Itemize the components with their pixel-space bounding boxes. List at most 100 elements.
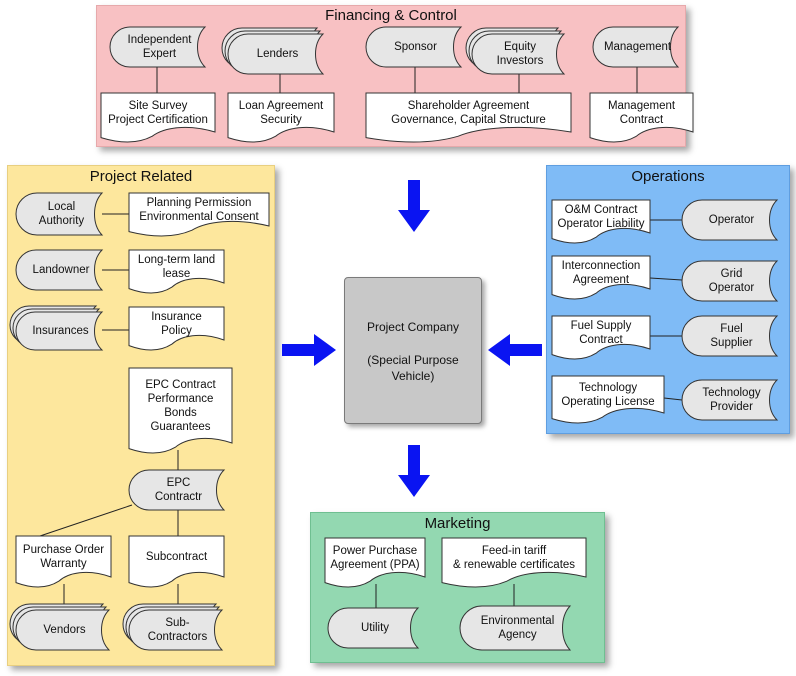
project-panel-title: Project Related: [89, 168, 193, 185]
technology-provider-party-label: Technology Provider: [702, 387, 761, 413]
operator-party: Operator: [696, 200, 767, 240]
technology-provider-party-shape: [681, 379, 779, 421]
om-contract-document: O&M Contract Operator Liability: [554, 200, 648, 234]
loan-agreement-document-shape: [227, 92, 335, 143]
environmental-agency-party: Environmental Agency: [475, 606, 560, 650]
flow-arrow-down: [398, 180, 430, 232]
ppa-document-shape: [324, 537, 426, 588]
site-survey-document-label: Site Survey Project Certification: [108, 100, 208, 126]
vendors-party-label: Vendors: [43, 624, 86, 636]
subcontractors-party-label: Sub- Contractors: [147, 617, 208, 643]
epc-contract-document-shape: [128, 367, 233, 454]
om-contract-document-shape: [551, 199, 651, 244]
operator-party-shape: [681, 199, 779, 241]
company-name: Project Company: [366, 320, 460, 334]
feed-in-tariff-document: Feed-in tariff & renewable certificates: [444, 538, 584, 578]
subcontractors-party: Sub- Contractors: [143, 610, 212, 650]
flow-arrow-left: [488, 334, 542, 366]
subcontract-document-shape: [128, 535, 225, 588]
ppa-document: Power Purchase Agreement (PPA): [327, 538, 423, 578]
lenders-party-shape: [221, 27, 325, 75]
insurance-policy-document: Insurance Policy: [131, 307, 222, 341]
grid-operator-party-label: Grid Operator: [708, 268, 755, 294]
company-subtitle: (Special Purpose Vehicle): [367, 353, 459, 383]
lenders-party: Lenders: [242, 34, 313, 74]
connector-line: [39, 504, 133, 537]
planning-permission-document-label: Planning Permission Environmental Consen…: [139, 197, 259, 223]
environmental-agency-party-shape: [459, 605, 572, 651]
insurance-policy-document-label: Insurance Policy: [151, 311, 202, 337]
land-lease-document-shape: [128, 249, 225, 294]
subcontract-document-label: Subcontract: [145, 551, 208, 563]
epc-contractor-party: EPC Contractr: [143, 470, 214, 510]
purchase-order-document-label: Purchase Order Warranty: [22, 544, 105, 570]
interconnection-document-label: Interconnection Agreement: [561, 260, 641, 286]
local-authority-party-label: Local Authority: [38, 201, 85, 227]
insurances-party-shape: [9, 305, 104, 351]
financing-panel-title: Financing & Control: [325, 7, 457, 24]
environmental-agency-party-label: Environmental Agency: [480, 615, 555, 641]
local-authority-party-shape: [15, 192, 104, 236]
connector-line: [663, 397, 683, 401]
equity-investors-party-shape: [465, 27, 566, 75]
project-company-box: Project Company (Special Purpose Vehicle…: [344, 277, 482, 424]
epc-contractor-party-label: EPC Contractr: [154, 477, 203, 503]
sponsor-party: Sponsor: [380, 27, 451, 67]
fuel-supplier-party: Fuel Supplier: [696, 316, 767, 356]
epc-contract-document: EPC Contract Performance Bonds Guarantee…: [131, 368, 230, 444]
management-party: Management: [604, 27, 671, 67]
management-contract-document-shape: [589, 92, 694, 143]
insurances-party-label: Insurances: [32, 325, 89, 337]
management-contract-document-label: Management Contract: [607, 100, 676, 126]
insurance-policy-document-shape: [128, 306, 225, 351]
fuel-supply-document: Fuel Supply Contract: [554, 316, 648, 350]
management-party-shape: [592, 26, 680, 68]
technology-provider-party: Technology Provider: [696, 380, 767, 420]
landowner-party-label: Landowner: [32, 264, 90, 276]
interconnection-document: Interconnection Agreement: [554, 256, 648, 290]
shareholder-agreement-document-label: Shareholder Agreement Governance, Capita…: [391, 100, 546, 126]
fuel-supply-document-label: Fuel Supply Contract: [570, 320, 632, 346]
fuel-supply-document-shape: [551, 315, 651, 360]
loan-agreement-document: Loan Agreement Security: [230, 93, 332, 133]
grid-operator-party: Grid Operator: [696, 261, 767, 301]
flow-arrow-right: [282, 334, 336, 366]
om-contract-document-label: O&M Contract Operator Liability: [557, 204, 645, 230]
landowner-party-shape: [15, 249, 104, 291]
loan-agreement-document-label: Loan Agreement Security: [238, 100, 324, 126]
local-authority-party: Local Authority: [31, 193, 92, 235]
utility-party-shape: [327, 607, 420, 649]
grid-operator-party-shape: [681, 260, 779, 302]
flow-arrow-down: [398, 445, 430, 497]
planning-permission-document: Planning Permission Environmental Consen…: [131, 193, 267, 227]
interconnection-document-shape: [551, 255, 651, 300]
shareholder-agreement-document-shape: [365, 92, 572, 143]
land-lease-document: Long-term land lease: [131, 250, 222, 284]
landowner-party: Landowner: [30, 250, 92, 290]
vendors-party-shape: [9, 603, 111, 651]
fuel-supplier-party-label: Fuel Supplier: [710, 323, 753, 349]
technology-license-document-label: Technology Operating License: [561, 382, 655, 408]
management-contract-document: Management Contract: [592, 93, 691, 133]
equity-investors-party: Equity Investors: [486, 34, 554, 74]
expert-party: Independent Expert: [124, 27, 195, 67]
connector-line: [649, 277, 683, 281]
purchase-order-document-shape: [15, 535, 112, 588]
sponsor-party-shape: [365, 26, 463, 68]
utility-party-label: Utility: [360, 622, 390, 634]
expert-party-label: Independent Expert: [127, 34, 192, 60]
sponsor-party-label: Sponsor: [394, 41, 437, 53]
feed-in-tariff-document-shape: [441, 537, 587, 588]
epc-contract-document-label: EPC Contract Performance Bonds Guarantee…: [145, 379, 216, 433]
vendors-party: Vendors: [30, 610, 99, 650]
purchase-order-document: Purchase Order Warranty: [18, 536, 109, 578]
technology-license-document: Technology Operating License: [554, 376, 662, 414]
feed-in-tariff-document-label: Feed-in tariff & renewable certificates: [452, 545, 576, 571]
utility-party: Utility: [342, 608, 408, 648]
operator-party-label: Operator: [708, 214, 755, 226]
expert-party-shape: [109, 26, 207, 68]
epc-contractor-party-shape: [128, 469, 226, 511]
subcontract-document: Subcontract: [131, 536, 222, 578]
marketing-panel-title: Marketing: [424, 515, 491, 532]
